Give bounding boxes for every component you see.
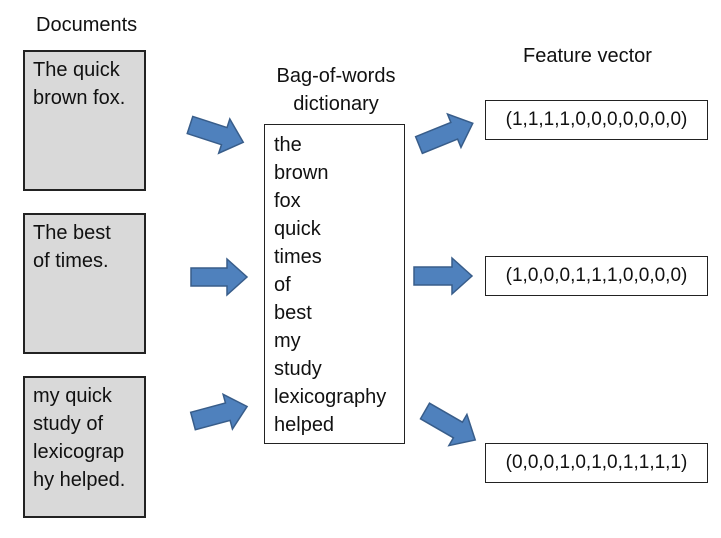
dictionary-word: times [274, 246, 322, 268]
document-3-line: lexicograp [33, 441, 125, 463]
dictionary-word: quick [274, 218, 321, 240]
document-2-line: The best [33, 222, 111, 244]
arrow-shape [419, 402, 477, 447]
dictionary-word: lexicography [274, 386, 387, 408]
arrow-shape [414, 112, 474, 155]
dictionary-word: my [274, 330, 301, 352]
dictionary-word: of [274, 274, 291, 296]
dictionary-word: brown [274, 162, 329, 184]
feature-vector-heading: Feature vector [523, 45, 652, 67]
document-3-line: hy helped. [33, 469, 126, 491]
feature-vector-3: (0,0,0,1,0,1,0,1,1,1,1) [485, 443, 708, 483]
arrow-dict-to-vec3 [419, 402, 477, 447]
dictionary-heading: Bag-of-words dictionary [262, 62, 410, 118]
dictionary-word: helped [274, 414, 335, 436]
document-1-line: brown fox. [33, 87, 126, 109]
document-3-line: my quick [33, 385, 112, 407]
dictionary-box: the brown fox quick times of best my stu… [264, 124, 405, 444]
document-3: my quick study of lexicograp hy helped. [23, 376, 146, 518]
arrow-shape [190, 257, 249, 297]
document-2-line: of times. [33, 250, 109, 272]
document-2: The best of times. [23, 213, 146, 354]
arrow-dict-to-vec1 [414, 112, 474, 155]
dictionary-word: study [274, 358, 322, 380]
dictionary-word: fox [274, 190, 301, 212]
documents-heading: Documents [36, 14, 138, 36]
arrow-shape [413, 256, 474, 296]
dictionary-heading-line-1: Bag-of-words [276, 65, 396, 87]
arrow-doc2-to-dict [190, 257, 249, 297]
arrow-doc3-to-dict [189, 392, 249, 431]
arrow-dict-to-vec2 [413, 256, 474, 296]
document-1: The quick brown fox. [23, 50, 146, 191]
document-1-line: The quick [33, 59, 120, 81]
document-3-line: study of [33, 413, 104, 435]
dictionary-word: the [274, 134, 302, 156]
dictionary-heading-line-2: dictionary [293, 93, 379, 115]
feature-vector-1: (1,1,1,1,0,0,0,0,0,0,0) [485, 100, 708, 140]
dictionary-word: best [274, 302, 312, 324]
arrow-doc1-to-dict [186, 115, 245, 155]
feature-vector-2: (1,0,0,0,1,1,1,0,0,0,0) [485, 256, 708, 296]
arrow-shape [189, 392, 249, 431]
arrow-shape [186, 115, 245, 155]
